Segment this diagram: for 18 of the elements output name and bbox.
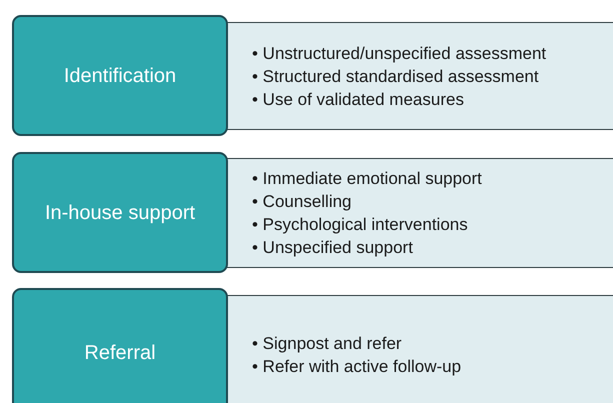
detail-panel <box>226 22 613 130</box>
category-box <box>12 288 228 403</box>
category-label: In-house support <box>44 200 196 226</box>
bullet-item: • Signpost and refer <box>252 333 403 355</box>
category-label: Identification <box>62 64 178 88</box>
bullet-item: • Structured standardised assessment <box>252 66 540 88</box>
bullet-item: • Unstructured/unspecified assessment <box>252 42 548 64</box>
detail-panel <box>226 295 613 403</box>
bullet-item: • Use of validated measures <box>252 88 465 110</box>
bullet-item: • Psychological interventions <box>252 214 469 236</box>
bullet-item: • Unspecified support <box>252 237 414 259</box>
bullet-item: • Refer with active follow-up <box>252 356 462 378</box>
category-box <box>12 15 228 136</box>
category-label: Referral <box>83 341 157 366</box>
bullet-item: • Counselling <box>252 191 353 213</box>
detail-panel <box>226 158 613 268</box>
bullet-item: • Immediate emotional support <box>252 168 483 190</box>
category-box <box>12 152 228 273</box>
